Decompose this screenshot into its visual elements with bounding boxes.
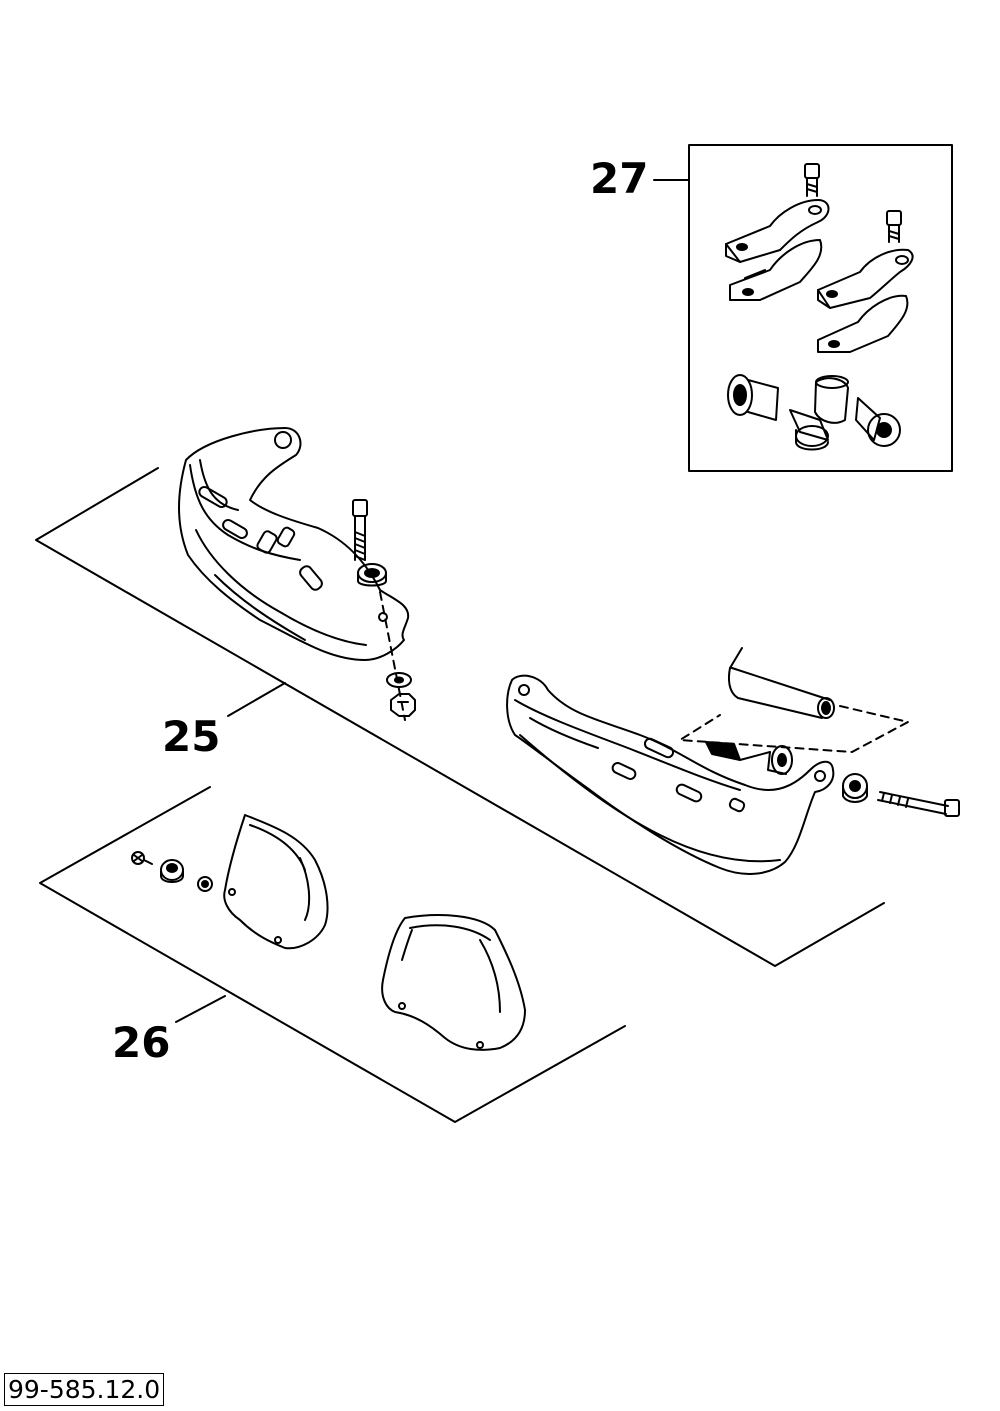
right-handguard [507, 676, 833, 874]
left-washer [387, 673, 411, 687]
kit-25-outline [36, 468, 884, 966]
small-nut [198, 877, 212, 891]
callout-25: 25 [162, 712, 221, 761]
clamp-lower-2 [818, 296, 907, 352]
left-handguard [179, 428, 408, 660]
right-bar-insert [706, 742, 792, 774]
left-nut [391, 694, 415, 716]
small-screw [132, 852, 152, 864]
clamp-upper-2 [818, 250, 913, 308]
kit-27-screw-2 [887, 211, 901, 242]
wind-shield-left [224, 815, 327, 948]
clamp-upper-1 [726, 200, 829, 262]
clamp-lower-1 [730, 240, 821, 300]
kit-27-box [689, 145, 952, 471]
left-bolt [353, 500, 367, 560]
right-bushing [843, 774, 867, 802]
spacer [161, 860, 183, 882]
bar-end-plug-2 [856, 398, 900, 446]
leader-26 [176, 996, 225, 1022]
bar-end-sleeve-2 [815, 376, 848, 423]
kit-26-outline [40, 787, 625, 1122]
kit-27-screw-1 [805, 164, 819, 196]
bar-end-sleeve-1 [790, 410, 828, 450]
left-bushing [358, 564, 386, 586]
wind-shield-right [382, 915, 525, 1050]
leader-25 [228, 683, 285, 716]
right-bolt [878, 792, 959, 816]
document-number: 99-585.12.0 [4, 1373, 165, 1406]
callout-26: 26 [112, 1018, 171, 1067]
bar-end-plug-1 [728, 375, 778, 420]
handlebar-end [680, 648, 908, 752]
callout-27: 27 [590, 154, 649, 203]
